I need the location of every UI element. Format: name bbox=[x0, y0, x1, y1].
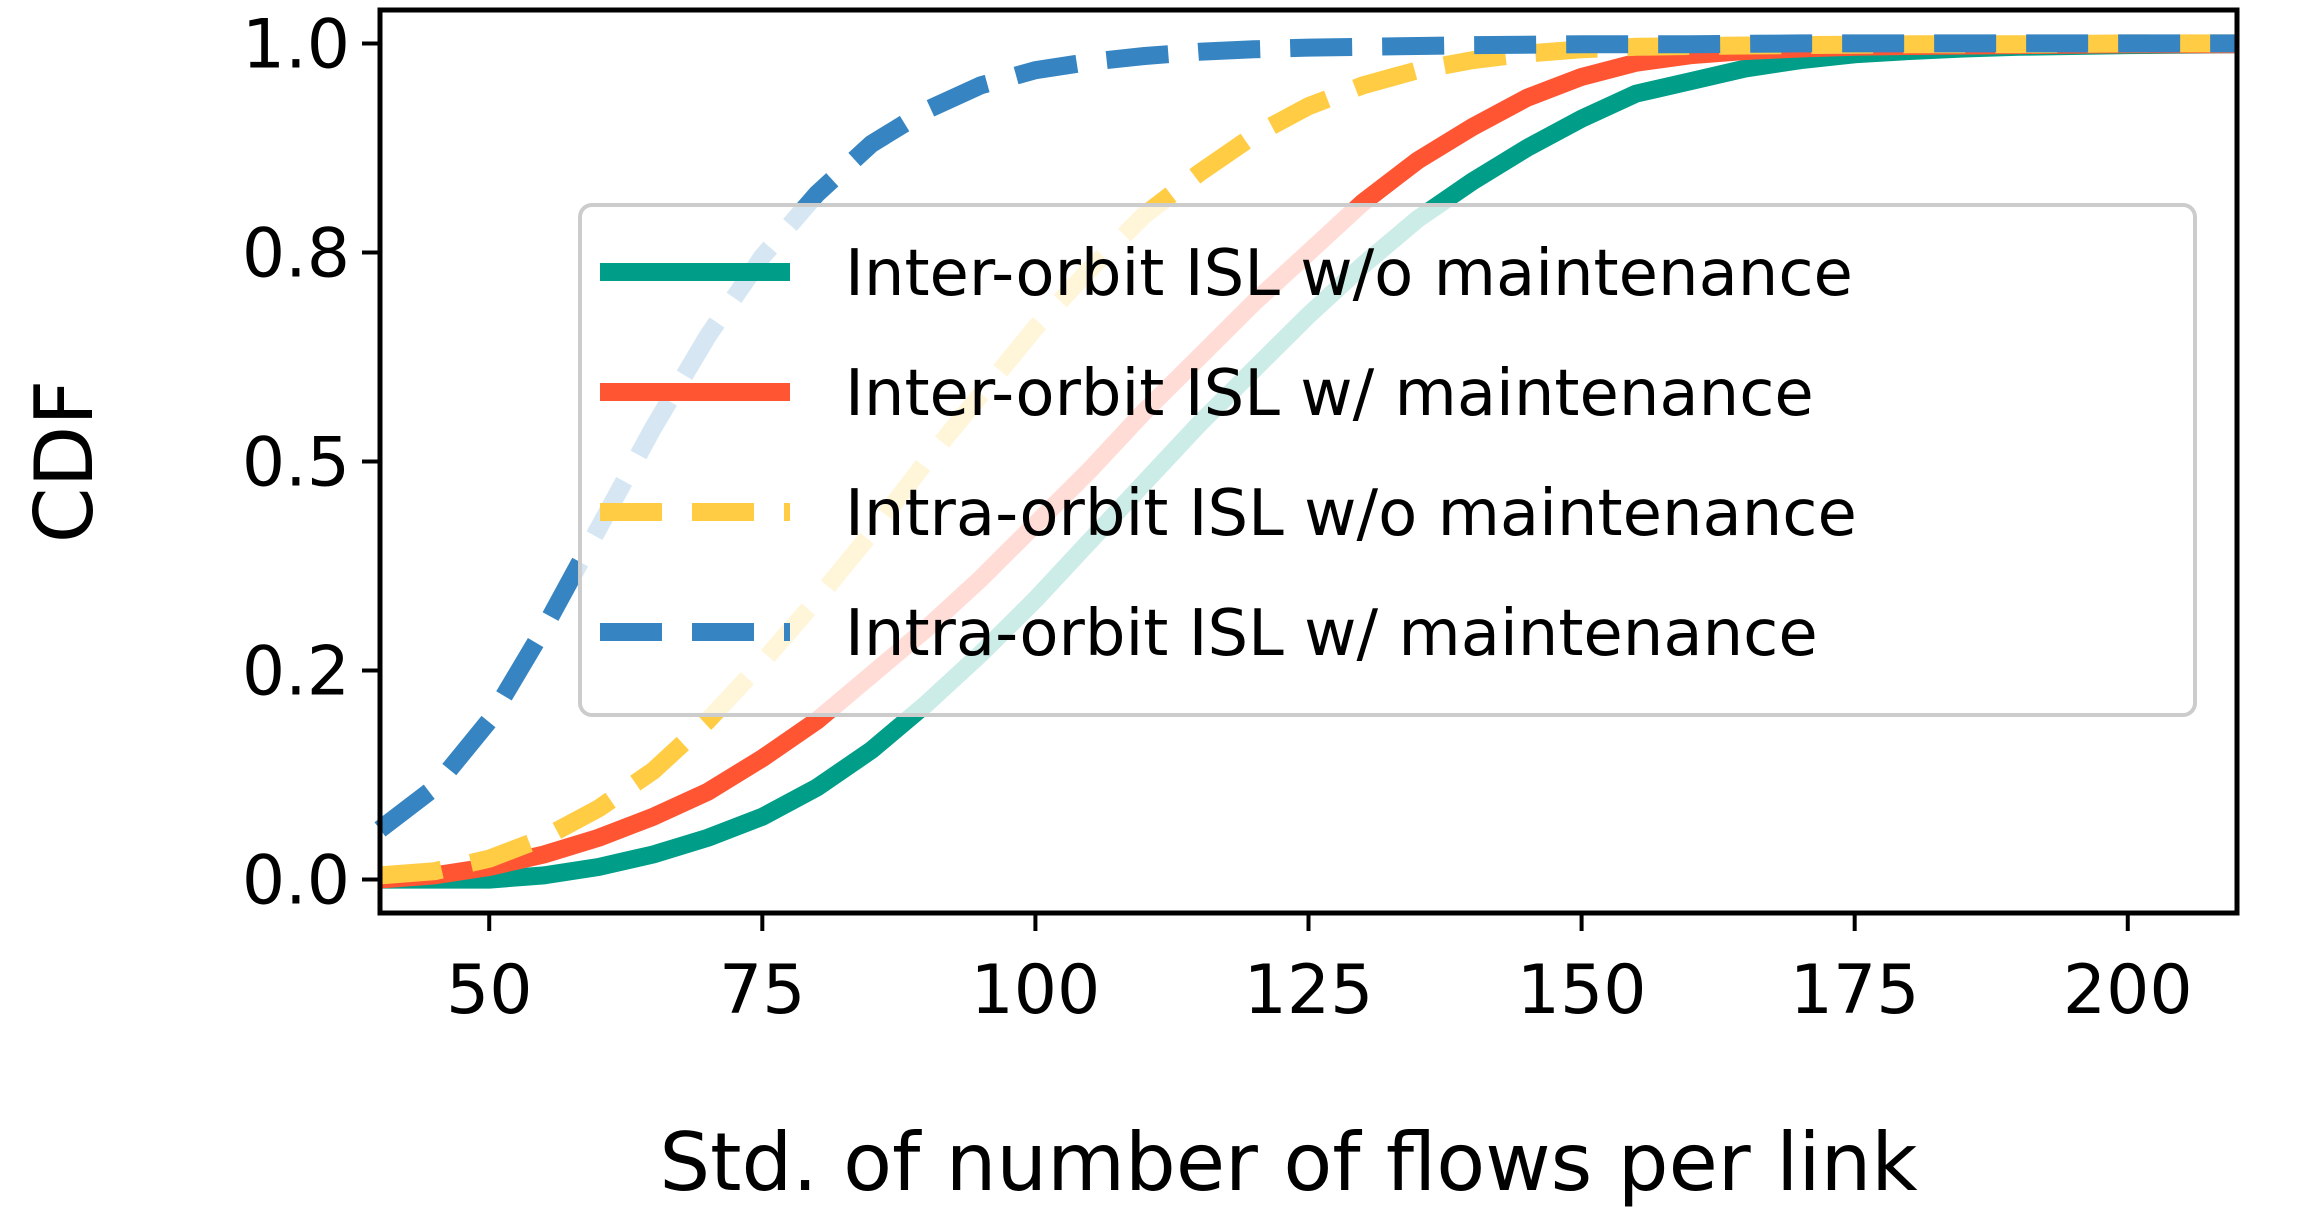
x-tick-label: 75 bbox=[719, 951, 806, 1030]
legend-box bbox=[578, 203, 2197, 717]
x-tick-label: 50 bbox=[446, 951, 533, 1030]
legend-label-2: Inter-orbit ISL w/ maintenance bbox=[845, 357, 1814, 431]
series-line-3 bbox=[379, 34, 2237, 885]
ticks-layer: 50 75 100 125 150 175 200 0.0 0.2 0.5 0.8 1.0 bbox=[242, 5, 2193, 1030]
x-tick-label: 200 bbox=[2063, 951, 2193, 1030]
x-tick-label: 175 bbox=[1790, 951, 1920, 1030]
y-tick-label: 0.2 bbox=[242, 633, 350, 712]
series-line-4 bbox=[374, 34, 2237, 837]
x-tick-label: 100 bbox=[971, 951, 1101, 1030]
legend-label-4: Intra-orbit ISL w/ maintenance bbox=[845, 597, 1818, 671]
legend: Inter-orbit ISL w/o maintenanceInter-orb… bbox=[578, 203, 2197, 717]
y-tick-label: 0.5 bbox=[242, 424, 350, 503]
legend-label-3: Intra-orbit ISL w/o maintenance bbox=[845, 477, 1857, 551]
x-axis-label: Std. of number of flows per link bbox=[659, 1116, 1918, 1209]
legend-label-1: Inter-orbit ISL w/o maintenance bbox=[845, 237, 1853, 311]
y-axis-label: CDF bbox=[18, 380, 111, 543]
y-tick-label: 0.0 bbox=[242, 842, 350, 921]
x-tick-label: 150 bbox=[1517, 951, 1647, 1030]
x-tick-label: 125 bbox=[1244, 951, 1374, 1030]
y-tick-label: 1.0 bbox=[242, 5, 350, 84]
y-tick-label: 0.8 bbox=[242, 214, 350, 293]
